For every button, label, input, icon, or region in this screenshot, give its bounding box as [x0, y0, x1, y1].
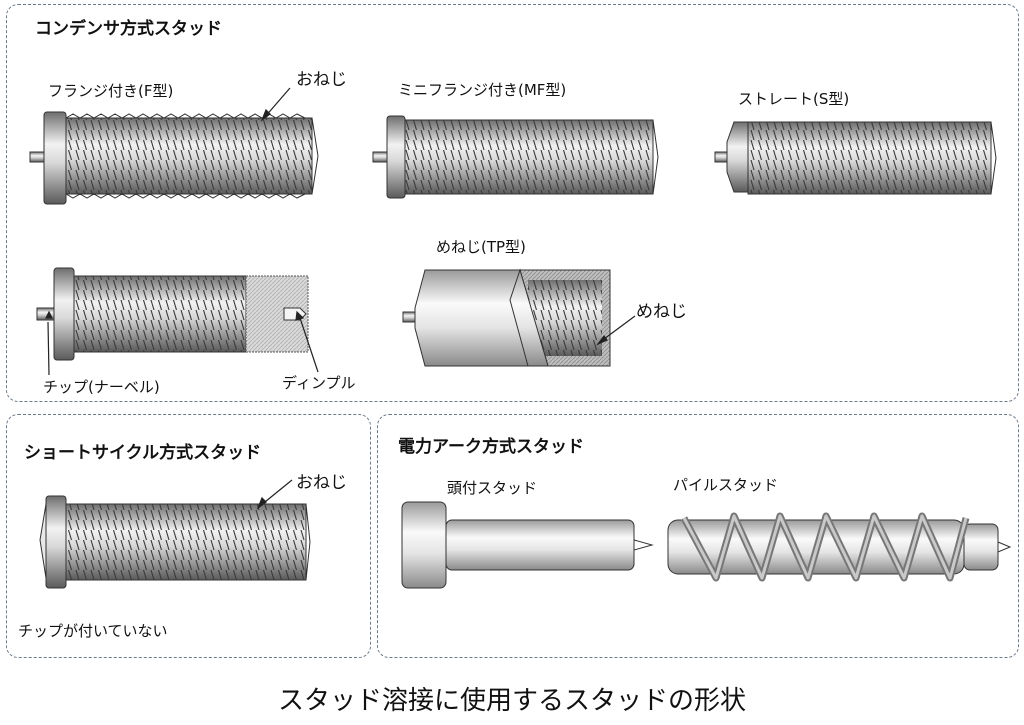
- pile-stud: [667, 512, 1012, 582]
- female-thread-label: めねじ: [636, 302, 687, 322]
- tp-type-label: めねじ(TP型): [436, 238, 526, 256]
- arc-title: 電力アーク方式スタッド: [398, 437, 584, 457]
- condenser-title: コンデンサ方式スタッド: [35, 19, 222, 39]
- no-tip-label: チップが付いていない: [18, 622, 168, 640]
- tp-type-stud: [402, 268, 611, 367]
- mf-type-stud: [372, 115, 659, 199]
- figure-caption: スタッド溶接に使用するスタッドの形状: [277, 686, 746, 716]
- short-cycle-male-thread-label: おねじ: [296, 473, 347, 493]
- f-type-stud: [29, 111, 319, 205]
- pile-stud-label: パイルスタッド: [673, 476, 779, 494]
- tip-label: チップ(ナーベル): [43, 378, 160, 396]
- male-thread-label: おねじ: [296, 70, 347, 90]
- s-type-stud: [714, 121, 997, 195]
- leader-lines: [45, 87, 636, 510]
- mf-type-label: ミニフランジ付き(MF型): [398, 81, 567, 99]
- s-type-label: ストレート(S型): [738, 90, 850, 108]
- f-type-label: フランジ付き(F型): [48, 82, 174, 100]
- condenser-panel: [6, 4, 1019, 402]
- arc-panel: [377, 414, 1019, 658]
- dimple-label: ディンプル: [282, 374, 356, 392]
- head-stud-label: 頭付スタッド: [447, 479, 538, 497]
- tipped-stud: [36, 267, 309, 361]
- short-cycle-title: ショートサイクル方式スタッド: [24, 443, 262, 463]
- short-cycle-stud: [39, 495, 311, 589]
- headed-stud: [401, 501, 654, 589]
- short-cycle-panel: [6, 414, 371, 658]
